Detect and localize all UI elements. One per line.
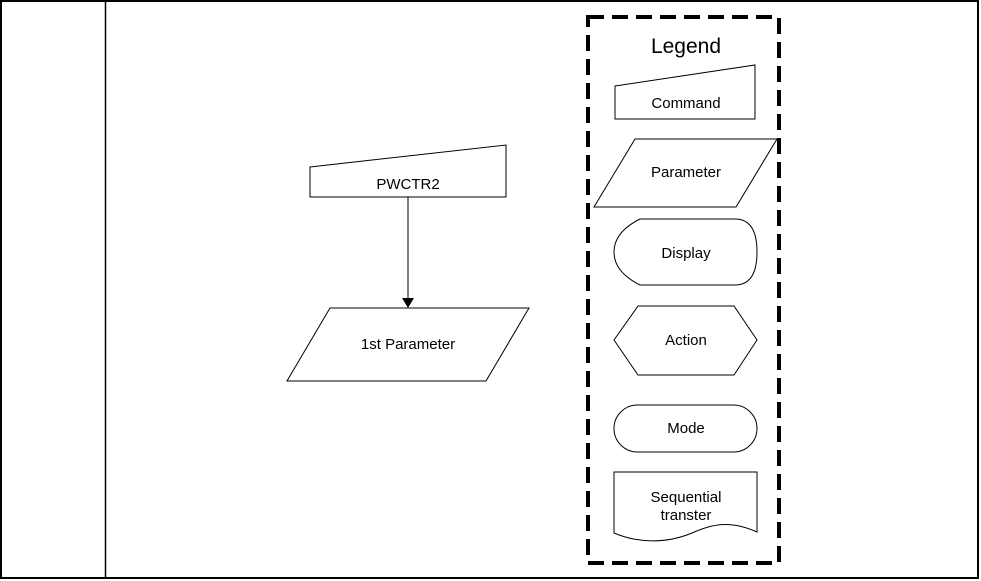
parameter-label: 1st Parameter [361,336,455,353]
flow-parameter-node: 1st Parameter [287,308,529,381]
command-label: PWCTR2 [376,176,439,193]
legend-item-command: Command [615,65,755,119]
legend-title: Legend [651,35,721,58]
legend-item-parameter: Parameter [594,139,777,207]
legend-mode-label: Mode [667,420,705,437]
legend-item-sequential: Sequential transter [614,472,757,541]
legend-sequential-label-line2: transter [661,507,712,524]
legend-item-action: Action [614,306,757,375]
legend-item-mode: Mode [614,405,757,452]
flow-command-node: PWCTR2 [310,145,506,197]
legend-display-label: Display [661,245,711,262]
legend-item-display: Display [614,219,757,285]
legend-parameter-label: Parameter [651,164,721,181]
legend-action-label: Action [665,332,707,349]
legend-command-label: Command [651,95,720,112]
legend-sequential-label-line1: Sequential [651,489,722,506]
legend-box: Legend Command Parameter Display Action … [588,17,779,563]
